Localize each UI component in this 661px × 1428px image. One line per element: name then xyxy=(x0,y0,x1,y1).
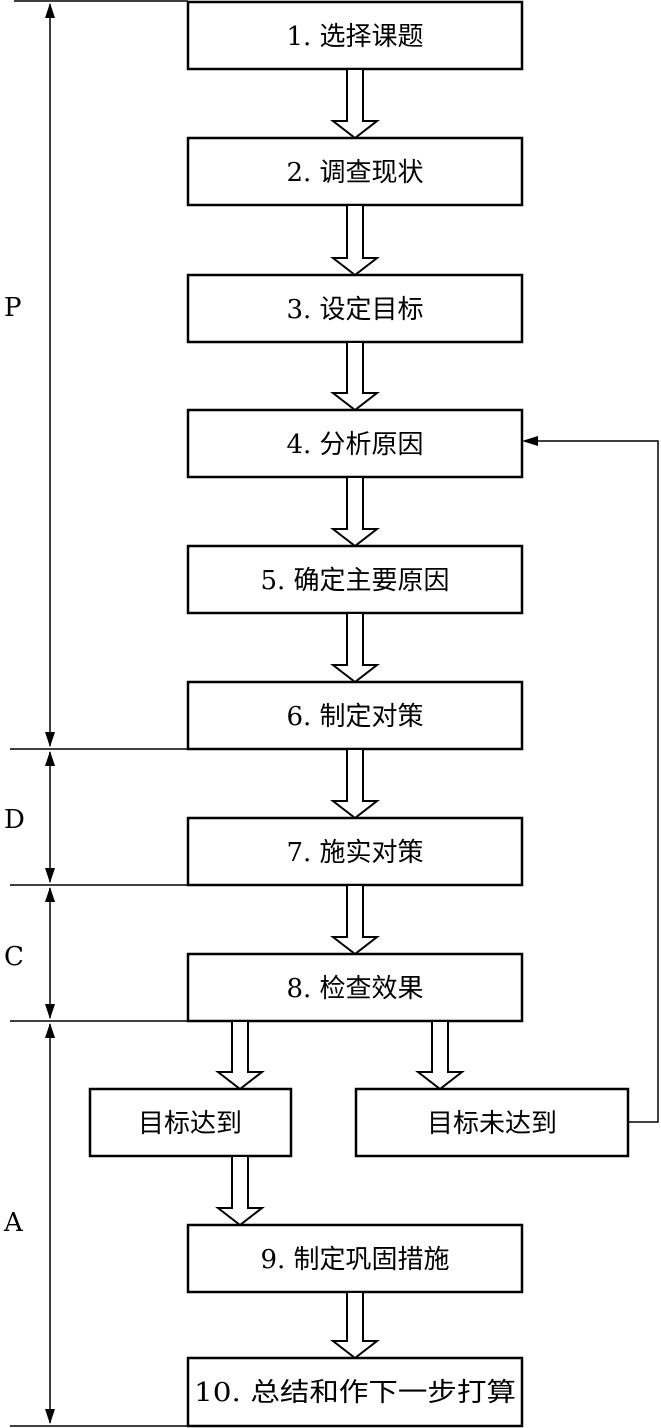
step-label-6: 6. 制定对策 xyxy=(286,702,423,732)
feedback-loop-line xyxy=(536,440,659,1123)
phase-labels: P D C A xyxy=(2,288,26,1238)
step-label-4: 4. 分析原因 xyxy=(286,430,423,460)
flow-arrows xyxy=(215,68,465,1360)
phase-dividers xyxy=(10,0,188,1427)
step-box-2 xyxy=(186,136,524,207)
feedback-loop xyxy=(522,436,659,1123)
flow-arrow-7-8 xyxy=(330,884,380,956)
phase-d-arrowhead-top xyxy=(45,751,55,766)
flow-arrow-4-5 xyxy=(330,476,380,548)
phase-label-a: A xyxy=(3,1208,24,1238)
flow-arrow-2-3 xyxy=(330,204,380,277)
step-labels: 1. 选择课题 2. 调查现状 3. 设定目标 4. 分析原因 5. 确定主要原… xyxy=(138,22,557,1408)
flow-arrow-achieved-9 xyxy=(215,1155,265,1227)
feedback-loop-arrowhead xyxy=(522,436,538,446)
flow-arrow-6-7 xyxy=(330,748,380,820)
phase-p-arrowhead-top xyxy=(45,3,55,18)
step-label-7: 7. 施实对策 xyxy=(286,838,423,868)
phase-label-p: P xyxy=(4,293,22,323)
branch-label-achieved: 目标达到 xyxy=(138,1109,242,1139)
branch-box-achieved xyxy=(88,1087,293,1158)
phase-label-c: C xyxy=(4,942,24,972)
flow-arrow-3-4 xyxy=(330,341,380,412)
step-label-10: 10. 总结和作下一步打算 xyxy=(194,1378,516,1408)
step-box-8 xyxy=(186,952,524,1023)
phase-label-d: D xyxy=(4,805,25,835)
step-box-9 xyxy=(186,1223,524,1294)
phase-d-arrowhead-bottom xyxy=(45,868,55,883)
step-label-2: 2. 调查现状 xyxy=(286,158,423,188)
branch-box-not-achieved xyxy=(354,1087,630,1158)
step-label-8: 8. 检查效果 xyxy=(286,974,423,1004)
flow-arrow-8-achieved xyxy=(215,1020,265,1091)
flow-arrow-5-6 xyxy=(330,612,380,684)
step-boxes xyxy=(88,0,630,1428)
phase-c-arrowhead-top xyxy=(45,887,55,902)
phase-p-arrowhead-bottom xyxy=(45,732,55,747)
phase-a-arrowhead-bottom xyxy=(45,1409,55,1424)
flow-arrow-9-10 xyxy=(330,1291,380,1360)
step-box-3 xyxy=(186,273,524,344)
phase-a-arrowhead-top xyxy=(45,1023,55,1038)
flow-arrow-1-2 xyxy=(330,68,380,140)
step-label-3: 3. 设定目标 xyxy=(286,295,423,325)
branch-label-not-achieved: 目标未达到 xyxy=(427,1109,557,1139)
phase-c-arrowhead-bottom xyxy=(45,1004,55,1019)
step-label-1: 1. 选择课题 xyxy=(286,22,423,52)
step-label-9: 9. 制定巩固措施 xyxy=(260,1245,449,1275)
step-label-5: 5. 确定主要原因 xyxy=(260,566,449,596)
flow-arrow-8-not-achieved xyxy=(415,1020,465,1091)
phase-range-arrows xyxy=(45,3,55,1424)
step-box-1 xyxy=(186,0,524,71)
